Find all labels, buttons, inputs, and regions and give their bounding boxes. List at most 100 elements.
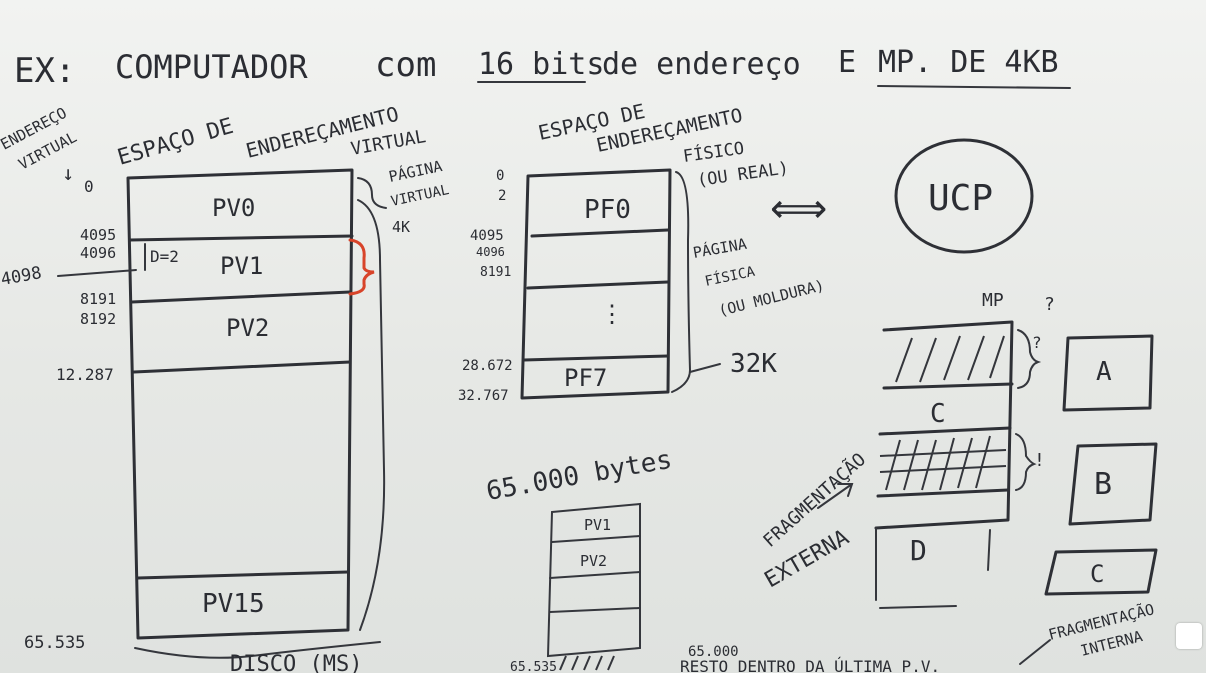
- mp-hatch-b6: [975, 435, 991, 489]
- program-hatch-2: [571, 655, 579, 671]
- virtual-addr-8192: 8192: [80, 310, 116, 328]
- physical-addr-4096: 4096: [476, 245, 505, 259]
- virtual-heading-1: ESPAÇO DE: [115, 114, 236, 171]
- disk-brace: [134, 641, 381, 659]
- mp-brace-mid-bang: !: [1034, 450, 1045, 471]
- virtual-side-arrow: ↓: [62, 161, 74, 185]
- mp-hatch-b8: [879, 465, 1007, 473]
- processes: A B C: [1044, 334, 1158, 596]
- mp-divider-3: [876, 488, 1010, 498]
- virtual-page-2: PV2: [226, 314, 269, 342]
- physical-column: [520, 168, 672, 400]
- physical-addr-28672: 28.672: [462, 358, 513, 374]
- virtual-page-note-2: VIRTUAL: [390, 182, 451, 210]
- external-frag-label-1: FRAGMENTAÇÃO: [759, 448, 870, 551]
- title-mp: MP. DE 4KB: [878, 45, 1059, 80]
- cpu-label: UCP: [928, 178, 993, 219]
- cpu-arrow: ⟺: [770, 186, 827, 232]
- physical-space-brace: [671, 171, 692, 393]
- virtual-page-15: PV15: [202, 589, 265, 619]
- physical-dots: ⋮: [600, 300, 624, 328]
- process-c-box: [1044, 548, 1158, 596]
- physical-frame-note-2: FÍSICA: [703, 263, 757, 290]
- title-mp-underline: [877, 85, 1071, 89]
- virtual-addr-4098: 4098: [0, 263, 43, 290]
- mp-brace-top: [1017, 329, 1042, 389]
- physical-frame-0: PF0: [584, 195, 631, 225]
- physical-addr-2: 2: [498, 188, 506, 204]
- mp-hatch-a1: [895, 337, 913, 383]
- virtual-column: [126, 168, 354, 640]
- program-divider-3: [549, 607, 641, 613]
- program-divider-2: [549, 571, 641, 579]
- physical-size-tick: [689, 363, 721, 373]
- mp-question: ?: [1044, 294, 1055, 315]
- internal-frag-arrow: [1019, 639, 1051, 665]
- physical-addr-0: 0: [496, 168, 504, 184]
- title: EX: COMPUTADOR com 16 bits de endereço E…: [14, 45, 1071, 91]
- virtual-space-brace: [357, 199, 386, 631]
- physical-space: ESPAÇO DE ENDEREÇAMENTO FÍSICO (OU REAL)…: [458, 99, 826, 404]
- virtual-space: ENDEREÇO VIRTUAL ↓ ESPAÇO DE ENDEREÇAMEN…: [0, 102, 451, 673]
- disk-label: DISCO (MS): [230, 652, 362, 673]
- program-hatch-3: [583, 655, 591, 671]
- mp-label: MP: [982, 290, 1004, 311]
- virtual-addr-12287: 12.287: [56, 365, 114, 384]
- mp-hatch-b4: [939, 437, 955, 491]
- program-addr-end: 65.000: [688, 644, 739, 660]
- program-column: [546, 502, 641, 658]
- physical-divider-3: [522, 354, 670, 362]
- mp-hatch-b1: [885, 439, 901, 491]
- process-b-label: B: [1094, 467, 1112, 502]
- virtual-page-brace: [357, 177, 387, 209]
- mp-brace-top-question: ?: [1032, 333, 1042, 352]
- mp-hatch-a3: [943, 335, 961, 381]
- virtual-page-0: PV0: [212, 194, 255, 222]
- mp-bottom: [879, 605, 957, 609]
- mp-hatch-b5: [957, 437, 973, 489]
- mp-hatch-b2: [903, 439, 919, 491]
- virtual-addr-0: 0: [84, 177, 94, 196]
- program-divider-1: [551, 535, 641, 543]
- title-prefix: EX:: [14, 51, 75, 91]
- mp-hatch-b7: [879, 449, 1007, 457]
- virtual-addr-4098-arrow: [57, 269, 137, 277]
- physical-divider-1: [530, 228, 670, 238]
- mp-hatch-a2: [919, 337, 937, 383]
- program-hatch-5: [607, 655, 615, 671]
- process-c-label: C: [1090, 560, 1104, 588]
- physical-frame-note-1: PÁGINA: [691, 234, 748, 262]
- program-page-1: PV1: [584, 516, 611, 534]
- physical-divider-2: [526, 280, 670, 290]
- mp-hatch-a4: [967, 335, 985, 381]
- mp-memory: MP ? C D ? ! FRAGMENTAÇÃO EXTERNA: [759, 290, 1055, 609]
- process-a-label: A: [1096, 357, 1112, 387]
- title-e: E: [838, 45, 856, 80]
- program-hatch-1: [559, 655, 567, 671]
- program-note: RESTO DENTRO DA ÚLTIMA P.V.: [680, 657, 940, 673]
- physical-frame-7: PF7: [564, 364, 607, 392]
- physical-addr-4095: 4095: [470, 228, 504, 244]
- external-frag-arrowhead: [837, 483, 854, 497]
- title-computador: COMPUTADOR: [115, 48, 308, 86]
- virtual-page-note-3: 4K: [392, 218, 410, 236]
- mp-column: [874, 320, 1014, 530]
- virtual-addr-4095: 4095: [80, 226, 116, 244]
- program-addr-bottom: 65.535: [510, 660, 557, 673]
- virtual-addr-4096: 4096: [80, 244, 116, 262]
- program-size-label: 65.000 bytes: [484, 445, 674, 507]
- mp-divider-1: [882, 382, 1014, 390]
- virtual-divider-3: [132, 360, 352, 374]
- process-b-box: [1068, 442, 1158, 526]
- virtual-divider-1: [128, 234, 354, 242]
- physical-heading-3: FÍSICO: [682, 137, 746, 167]
- process-a-box: [1062, 334, 1154, 412]
- title-endereco: de endereço: [602, 47, 801, 82]
- virtual-offset-label: D=2: [150, 247, 179, 266]
- program-page-2: PV2: [580, 552, 607, 570]
- cpu: ⟺ UCP: [770, 138, 1034, 254]
- virtual-page-1: PV1: [220, 252, 263, 280]
- mp-block-c: C: [930, 399, 946, 429]
